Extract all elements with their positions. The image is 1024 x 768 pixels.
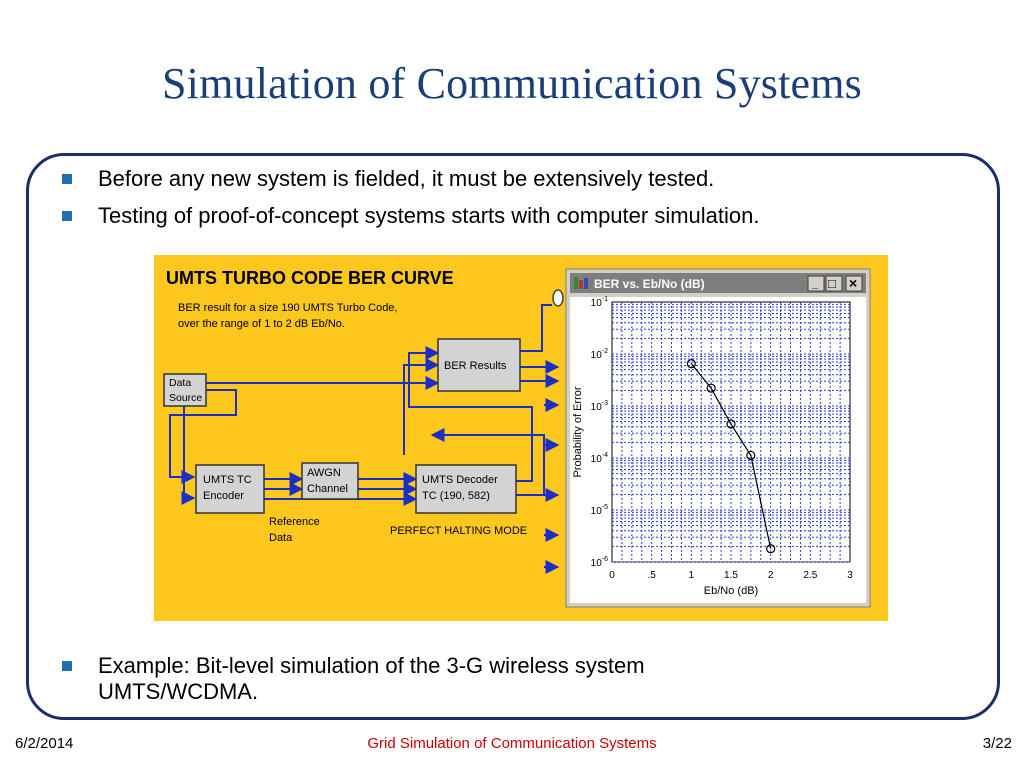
maximize-icon: □ (828, 276, 836, 291)
y-axis-label: Probability of Error (572, 386, 584, 477)
data-point (726, 419, 736, 429)
data-point (706, 383, 716, 393)
awgn-label-1: AWGN (307, 467, 341, 479)
data-point (746, 450, 756, 461)
encoder-block: UMTS TC Encoder (195, 464, 265, 514)
ber-results-block: BER Results (437, 338, 521, 392)
bullet-text-line-2: UMTS/WCDMA. (98, 679, 259, 704)
data-source-label-2: Source (169, 392, 202, 404)
content-frame (26, 153, 1000, 720)
ber-series-line (690, 363, 772, 549)
decoder-block: UMTS Decoder TC (190, 582) (415, 464, 517, 514)
awgn-label-2: Channel (307, 483, 348, 495)
figure-heading: UMTS TURBO CODE BER CURVE (166, 268, 454, 288)
awgn-channel-block: AWGN Channel (301, 462, 359, 500)
simulation-figure: UMTS TURBO CODE BER CURVE BER result for… (154, 255, 888, 621)
x-tick-label: 2 (768, 570, 774, 581)
x-tick-label: 3 (847, 570, 853, 581)
bullet-marker-icon (62, 661, 72, 671)
simulation-diagram: UMTS TURBO CODE BER CURVE BER result for… (163, 268, 871, 608)
footer-date: 6/2/2014 (15, 735, 74, 752)
bullet-text: Example: Bit-level simulation of the 3-G… (98, 653, 645, 705)
decoder-label-1: UMTS Decoder (422, 474, 498, 486)
window-close-button[interactable]: × (845, 275, 863, 292)
window-maximize-button[interactable]: □ (825, 275, 843, 292)
x-tick-label: .5 (647, 570, 656, 581)
slide-title: Simulation of Communication Systems (162, 59, 862, 108)
halting-mode-label: PERFECT HALTING MODE (390, 525, 527, 537)
footer-title: Grid Simulation of Communication Systems (367, 735, 657, 752)
output-port-icon (552, 289, 564, 307)
plot-canvas (570, 297, 866, 603)
data-source-label-1: Data (169, 377, 191, 389)
bullet-text-line-1: Example: Bit-level simulation of the 3-G… (98, 653, 645, 678)
data-source-block: Data Source (163, 373, 207, 407)
data-point (686, 359, 696, 369)
figure-description-line-1: BER result for a size 190 UMTS Turbo Cod… (178, 302, 397, 314)
minimize-icon: _ (811, 278, 819, 290)
window-minimize-button[interactable]: _ (807, 275, 825, 292)
window-app-icon (574, 277, 588, 289)
close-icon: × (849, 275, 857, 291)
bullet-marker-icon (62, 174, 72, 184)
x-tick-label: 2.5 (803, 570, 817, 581)
reference-data-label-2: Data (269, 532, 293, 544)
encoder-label-1: UMTS TC (203, 474, 252, 486)
bullet-text: Testing of proof-of-concept systems star… (98, 203, 760, 228)
window-title: BER vs. Eb/No (dB) (594, 277, 705, 291)
reference-data-label-1: Reference (269, 516, 320, 528)
ber-results-label: BER Results (444, 360, 507, 372)
figure-description-line-2: over the range of 1 to 2 dB Eb/No. (178, 318, 345, 330)
x-tick-label: 1 (689, 570, 695, 581)
bullet-text: Before any new system is fielded, it mus… (98, 166, 715, 191)
x-axis-label: Eb/No (dB) (704, 585, 758, 597)
footer-page-number: 3/22 (982, 735, 1012, 752)
bullet-marker-icon (62, 211, 72, 221)
data-point (766, 544, 776, 554)
encoder-label-2: Encoder (203, 490, 244, 502)
x-tick-label: 1.5 (724, 570, 738, 581)
window-title-bar (570, 273, 866, 293)
x-tick-label: 0 (609, 570, 615, 581)
decoder-label-2: TC (190, 582) (422, 490, 490, 502)
